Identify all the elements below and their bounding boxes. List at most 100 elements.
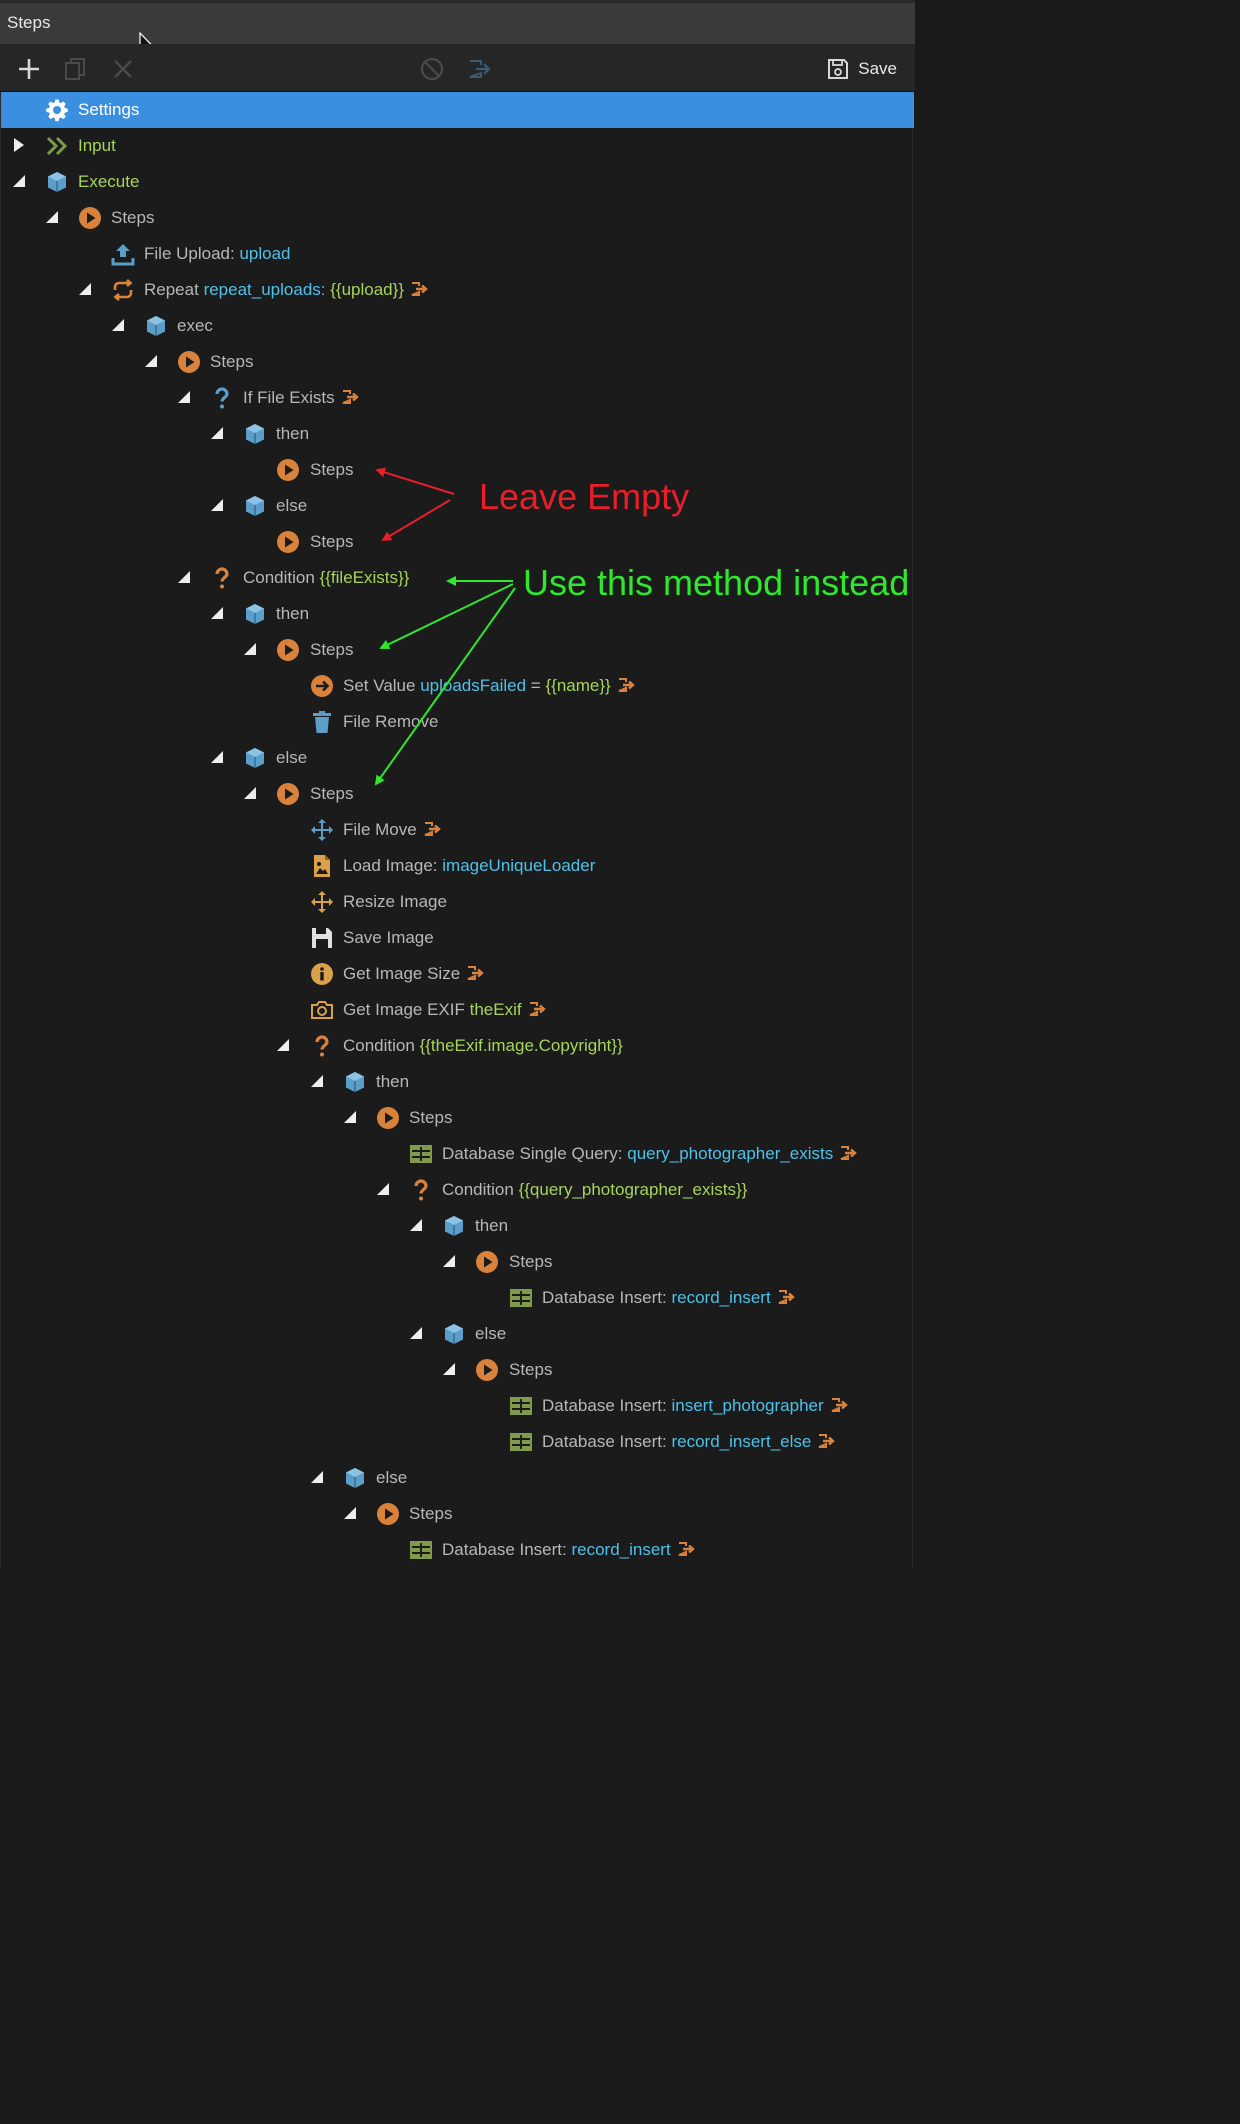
collapse-triangle-icon[interactable] <box>209 425 225 441</box>
play-circle-icon <box>476 1359 498 1381</box>
tree-item-execute[interactable]: Execute <box>1 164 914 200</box>
save-label: Save <box>858 59 897 78</box>
collapse-triangle-icon[interactable] <box>209 749 225 765</box>
tree-item-steps[interactable]: Steps <box>1 1244 914 1280</box>
collapse-triangle-icon[interactable] <box>77 281 93 297</box>
collapse-triangle-icon[interactable] <box>342 1505 358 1521</box>
tree-item-settings[interactable]: Settings <box>1 92 914 128</box>
export-icon[interactable] <box>466 56 492 82</box>
tree-item-steps[interactable]: Steps <box>1 452 914 488</box>
tree-item-steps[interactable]: Steps <box>1 524 914 560</box>
tree-item-then[interactable]: then <box>1 1208 914 1244</box>
collapse-triangle-icon[interactable] <box>441 1361 457 1377</box>
tree-item-label: then <box>276 424 310 443</box>
tree-item-db-insert[interactable]: Database Insert: record_insert_else <box>1 1424 914 1460</box>
step-name: query_photographer_exists <box>627 1144 834 1163</box>
save-button[interactable]: Save <box>826 55 897 83</box>
tree-item-steps[interactable]: Steps <box>1 1496 914 1532</box>
tree-item-else[interactable]: else <box>1 1460 914 1496</box>
tree-item-else[interactable]: else <box>1 740 914 776</box>
tree-item-get-image-exif[interactable]: Get Image EXIF theExif <box>1 992 914 1028</box>
tree-item-label: File Remove <box>343 712 439 731</box>
copy-icon[interactable] <box>62 56 88 82</box>
tree-item-then[interactable]: then <box>1 1064 914 1100</box>
collapse-triangle-icon[interactable] <box>309 1073 325 1089</box>
tree-item-save-image[interactable]: Save Image <box>1 920 914 956</box>
step-name: record_insert_else <box>671 1432 812 1451</box>
toolbar: Save <box>0 44 915 92</box>
upload-icon <box>111 244 135 266</box>
play-circle-icon <box>476 1251 498 1273</box>
tree-item-repeat[interactable]: Repeat repeat_uploads: {{upload}} <box>1 272 914 308</box>
tree-item-db-insert[interactable]: Database Insert: record_insert <box>1 1280 914 1316</box>
question-icon <box>315 1035 329 1057</box>
tree-item-input[interactable]: Input <box>1 128 914 164</box>
tree-item-else[interactable]: else <box>1 1316 914 1352</box>
tree-item-then[interactable]: then <box>1 596 914 632</box>
collapse-triangle-icon[interactable] <box>110 317 126 333</box>
tree-item-load-image[interactable]: Load Image: imageUniqueLoader <box>1 848 914 884</box>
collapse-triangle-icon[interactable] <box>143 353 159 369</box>
expand-triangle-icon[interactable] <box>11 137 27 153</box>
panel-title-text: Steps <box>7 13 51 32</box>
tree-item-file-remove[interactable]: File Remove <box>1 704 914 740</box>
tree-item-if-file-exists[interactable]: If File Exists <box>1 380 914 416</box>
arrow-circle-icon <box>311 675 333 697</box>
tree-item-steps[interactable]: Steps <box>1 344 914 380</box>
collapse-triangle-icon[interactable] <box>275 1037 291 1053</box>
delete-icon[interactable] <box>110 56 136 82</box>
step-type-label: File Upload: <box>144 244 235 263</box>
tree-item-steps[interactable]: Steps <box>1 776 914 812</box>
collapse-triangle-icon[interactable] <box>11 173 27 189</box>
tree-item-set-value[interactable]: Set Value uploadsFailed = {{name}} <box>1 668 914 704</box>
trash-icon <box>313 711 331 733</box>
collapse-triangle-icon[interactable] <box>408 1217 424 1233</box>
cube-icon <box>346 1072 364 1092</box>
collapse-triangle-icon[interactable] <box>176 389 192 405</box>
tree-item-resize-image[interactable]: Resize Image <box>1 884 914 920</box>
tree-item-else[interactable]: else <box>1 488 914 524</box>
add-icon[interactable] <box>16 56 42 82</box>
tree-item-steps[interactable]: Steps <box>1 200 914 236</box>
collapse-triangle-icon[interactable] <box>209 605 225 621</box>
collapse-triangle-icon[interactable] <box>309 1469 325 1485</box>
step-type-label: If File Exists <box>243 388 335 407</box>
tree-item-file-move[interactable]: File Move <box>1 812 914 848</box>
annotation-use-method: Use this method instead <box>523 562 910 603</box>
tree-item-file-upload[interactable]: File Upload: upload <box>1 236 914 272</box>
tree-item-steps[interactable]: Steps <box>1 632 914 668</box>
disable-icon[interactable] <box>419 56 445 82</box>
step-name: imageUniqueLoader <box>442 856 596 875</box>
step-type-label: Database Single Query: <box>442 1144 623 1163</box>
tree-item-condition-copyright[interactable]: Condition {{theExif.image.Copyright}} <box>1 1028 914 1064</box>
play-circle-icon <box>377 1503 399 1525</box>
tree-item-label: else <box>475 1324 507 1343</box>
collapse-triangle-icon[interactable] <box>375 1181 391 1197</box>
tree-item-db-insert[interactable]: Database Insert: insert_photographer <box>1 1388 914 1424</box>
tree-item-steps[interactable]: Steps <box>1 1352 914 1388</box>
collapse-triangle-icon[interactable] <box>342 1109 358 1125</box>
collapse-triangle-icon[interactable] <box>242 641 258 657</box>
collapse-triangle-icon[interactable] <box>408 1325 424 1341</box>
collapse-triangle-icon[interactable] <box>209 497 225 513</box>
tree-item-condition-photographer[interactable]: Condition {{query_photographer_exists}} <box>1 1172 914 1208</box>
tree-item-exec[interactable]: exec <box>1 308 914 344</box>
tree-item-label: Steps <box>310 532 354 551</box>
tree-item-steps[interactable]: Steps <box>1 1100 914 1136</box>
tree-item-then[interactable]: then <box>1 416 914 452</box>
collapse-triangle-icon[interactable] <box>44 209 60 225</box>
step-type-label: Database Insert: <box>542 1288 667 1307</box>
step-type-label: File Move <box>343 820 417 839</box>
play-circle-icon <box>277 639 299 661</box>
collapse-triangle-icon[interactable] <box>441 1253 457 1269</box>
tree-item-get-image-size[interactable]: Get Image Size <box>1 956 914 992</box>
collapse-triangle-icon[interactable] <box>176 569 192 585</box>
double-chevron-icon <box>46 136 68 156</box>
step-name: record_insert <box>571 1540 671 1559</box>
tree-item-condition-file-exists[interactable]: Condition {{fileExists}} <box>1 560 914 596</box>
tree-item-db-single-query[interactable]: Database Single Query: query_photographe… <box>1 1136 914 1172</box>
collapse-triangle-icon[interactable] <box>242 785 258 801</box>
table-icon <box>410 1541 432 1559</box>
tree-item-label: Steps <box>409 1108 453 1127</box>
tree-item-db-insert[interactable]: Database Insert: record_insert <box>1 1532 914 1568</box>
